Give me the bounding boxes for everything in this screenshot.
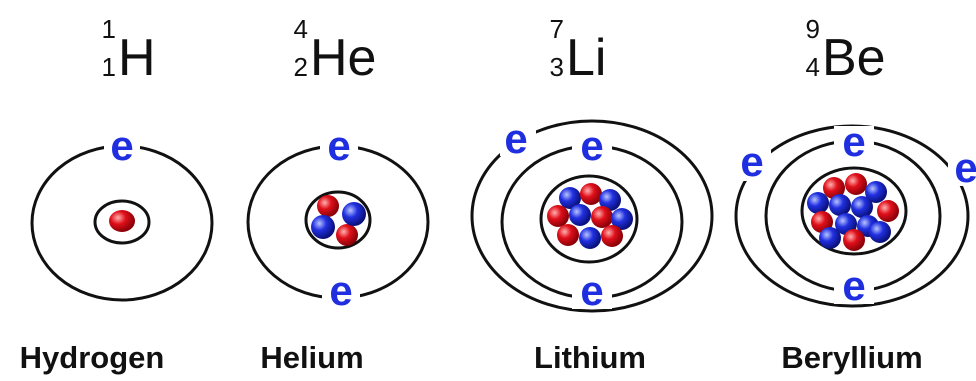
electron-gap xyxy=(322,278,360,312)
neutron xyxy=(611,208,633,230)
proton xyxy=(843,229,865,251)
orbit-2 xyxy=(470,119,714,313)
neutron xyxy=(829,194,851,216)
electron: e xyxy=(580,267,603,314)
electron-gap xyxy=(104,128,140,164)
neutron xyxy=(807,192,829,214)
neutron xyxy=(579,227,601,249)
helium-atom: e e xyxy=(246,122,430,314)
proton xyxy=(557,224,579,246)
atomic-number: 4 xyxy=(805,52,820,82)
electron-gap xyxy=(948,150,976,186)
electron: e xyxy=(740,138,763,185)
lithium-atom: e e e xyxy=(470,115,714,314)
atomic-number: 2 xyxy=(293,52,308,82)
proton xyxy=(601,225,623,247)
element-symbol: He xyxy=(310,29,377,87)
neutron xyxy=(599,189,621,211)
proton xyxy=(580,183,602,205)
electron-gap xyxy=(834,126,874,160)
atomic-number: 1 xyxy=(101,52,116,82)
electron-gap xyxy=(500,122,536,156)
mass-number: 4 xyxy=(293,14,308,44)
electron: e xyxy=(329,267,352,314)
electron-gap xyxy=(320,130,358,164)
lithium-name: Lithium xyxy=(534,340,646,375)
electron: e xyxy=(954,144,976,191)
beryllium-atom: e e e e xyxy=(734,118,976,309)
proton xyxy=(845,173,867,195)
neutron xyxy=(559,187,581,209)
electron: e xyxy=(842,262,865,309)
electron: e xyxy=(110,122,133,169)
hydrogen-atom: e xyxy=(30,122,214,302)
electron-gap xyxy=(572,130,612,164)
helium-name: Helium xyxy=(260,340,364,375)
neutron xyxy=(311,215,335,239)
proton xyxy=(877,200,899,222)
mass-number: 1 xyxy=(101,14,116,44)
atomic-number: 3 xyxy=(549,52,564,82)
proton xyxy=(317,195,339,217)
mass-number: 7 xyxy=(549,14,564,44)
proton xyxy=(547,205,569,227)
electron: e xyxy=(504,115,527,162)
proton xyxy=(591,206,613,228)
electron: e xyxy=(580,122,603,169)
neutron xyxy=(819,227,841,249)
proton xyxy=(823,177,845,199)
electron-gap xyxy=(572,275,612,309)
neutron xyxy=(342,202,366,226)
element-symbol: H xyxy=(118,29,156,87)
electron-gap xyxy=(735,145,771,181)
element-symbol: Be xyxy=(822,29,886,87)
neutron xyxy=(865,181,887,203)
neutron xyxy=(869,221,891,243)
proton xyxy=(109,210,135,232)
electron: e xyxy=(327,122,350,169)
electron-gap xyxy=(834,270,874,304)
electron: e xyxy=(842,118,865,165)
beryllium-name: Beryllium xyxy=(781,340,923,375)
neutron xyxy=(569,204,591,226)
element-symbol: Li xyxy=(566,29,607,87)
hydrogen-name: Hydrogen xyxy=(19,340,165,375)
neutron xyxy=(851,196,873,218)
mass-number: 9 xyxy=(805,14,820,44)
proton xyxy=(336,224,358,246)
